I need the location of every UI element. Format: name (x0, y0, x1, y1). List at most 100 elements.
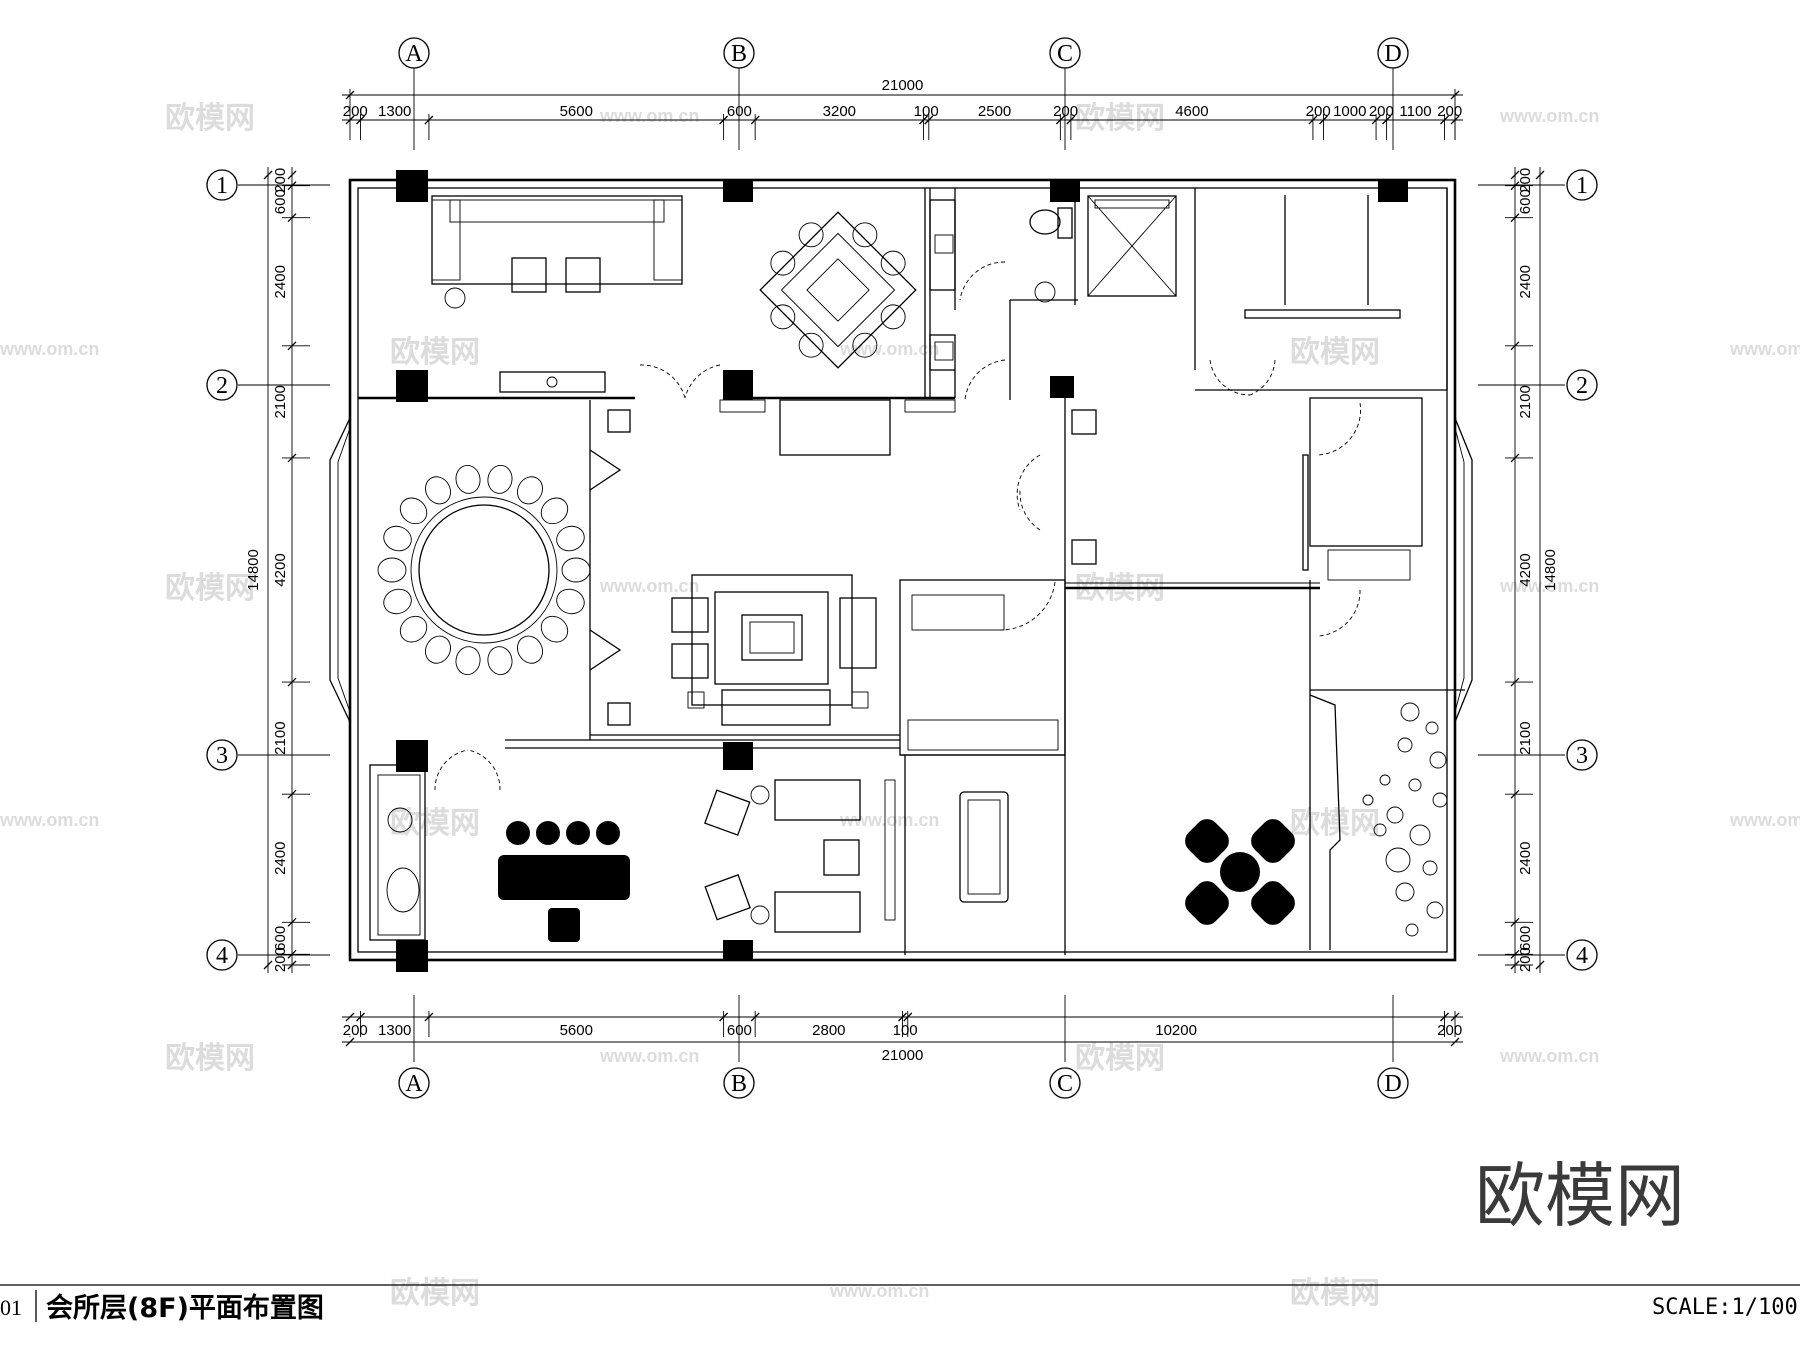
grid-bubble (1377, 37, 1409, 69)
wash-basin-counter (779, 399, 891, 456)
watermark-url: www.om.cn (1499, 1046, 1599, 1066)
garden-stone (1386, 806, 1404, 824)
armchair (671, 597, 709, 633)
chair (425, 635, 451, 664)
grid-bubble (206, 939, 238, 971)
dimension-label: 5600 (560, 1022, 593, 1039)
chair (399, 615, 428, 643)
side-table (565, 257, 601, 293)
dimension-total: 21000 (882, 77, 924, 94)
watermark-url: www.om.cn (839, 339, 939, 359)
grid-bubble (1566, 169, 1598, 201)
grid-label-B: B (731, 1071, 747, 1097)
toilet (1029, 209, 1061, 235)
structural-columns (396, 170, 1408, 972)
round-banquet-table (377, 465, 591, 675)
dimension-label: 200 (272, 168, 289, 193)
staircase (1244, 195, 1401, 319)
side-table (511, 257, 547, 293)
dimension-label: 600 (272, 926, 289, 951)
dimension-label: 4200 (272, 553, 289, 586)
watermark-url: www.om.cn (599, 1046, 699, 1066)
east-bay-window (1454, 417, 1473, 723)
grid-bubble (206, 369, 238, 401)
grid-bubble (206, 169, 238, 201)
grid-bubble (1049, 1067, 1081, 1099)
wash-basin (1034, 281, 1056, 303)
dimension-label: 600 (272, 189, 289, 214)
long-dining-table (498, 855, 630, 900)
exterior-wall (348, 178, 1457, 962)
tv-cabinet (499, 371, 606, 393)
dimension-label: 4600 (1175, 103, 1208, 120)
garden-stone (1362, 794, 1374, 806)
restroom-partition (1309, 397, 1423, 547)
dimension-label: 4200 (1517, 553, 1534, 586)
grid-label-4: 4 (1576, 943, 1588, 969)
watermark: 欧模网 (165, 571, 255, 606)
dimension-label: 2100 (1517, 721, 1534, 754)
dimension-total: 14800 (1542, 549, 1559, 591)
round-coffee-table (1220, 852, 1260, 892)
grid-label-2: 2 (1576, 373, 1588, 399)
armchair (704, 874, 751, 921)
dimension-label: 1300 (378, 103, 411, 120)
central-lounge-furniture (671, 574, 877, 726)
drawing-title: 会所层(8F)平面布置图 (46, 1293, 324, 1324)
watermark: 欧模网 (165, 101, 255, 136)
dimension-label: 2400 (272, 842, 289, 875)
chair (377, 557, 407, 583)
grid-label-1: 1 (216, 173, 228, 199)
dimension-label: 3200 (823, 103, 856, 120)
lamp (444, 287, 466, 309)
grid-bubble (1566, 739, 1598, 771)
column (396, 170, 428, 202)
dimension-label: 200 (1053, 103, 1078, 120)
watermark: 欧模网 (1290, 335, 1380, 370)
dimension-label: 2400 (1517, 842, 1534, 875)
dimension-label: 2400 (1517, 265, 1534, 298)
chair (383, 588, 412, 615)
dimension-label: 10200 (1155, 1022, 1197, 1039)
watermark-url: www.om.cn (1499, 106, 1599, 126)
grid-bubble (1566, 369, 1598, 401)
grid-bubble (398, 1067, 430, 1099)
chair (561, 557, 591, 583)
chair (556, 525, 585, 552)
living-room-furniture (431, 195, 1097, 726)
dimension-total: 21000 (882, 1047, 924, 1064)
watermark-url: www.om.cn (1499, 576, 1599, 596)
watermark: 欧模网 (390, 1276, 480, 1311)
grid-label-C: C (1057, 41, 1073, 67)
sofa (774, 891, 861, 933)
column (723, 180, 753, 202)
chair (455, 646, 481, 675)
armchair (704, 789, 751, 836)
grid-label-A: A (405, 41, 423, 67)
dimension-label: 200 (272, 947, 289, 972)
display-cabinet (369, 764, 426, 941)
pillar-box (1071, 409, 1097, 435)
grid-bubble (723, 37, 755, 69)
dimension-label: 1100 (1399, 103, 1431, 120)
dimension-label: 600 (727, 1022, 752, 1039)
garden-stone (1405, 923, 1419, 937)
coffee-table (823, 839, 860, 876)
grid-label-B: B (731, 41, 747, 67)
landscape-garden (1362, 702, 1448, 937)
building-walls (329, 178, 1473, 962)
garden-stone (1422, 860, 1438, 876)
garden-stone (1385, 847, 1411, 873)
west-bay-window (329, 417, 351, 723)
dimension-label: 1000 (1333, 103, 1366, 120)
dimension-label: 2800 (812, 1022, 845, 1039)
garden-stone (1395, 882, 1415, 902)
garden-stone (1425, 721, 1439, 735)
chair (517, 635, 543, 664)
column (723, 940, 753, 960)
dimension-label: 1300 (378, 1022, 411, 1039)
watermark: 欧模网 (1075, 101, 1165, 136)
